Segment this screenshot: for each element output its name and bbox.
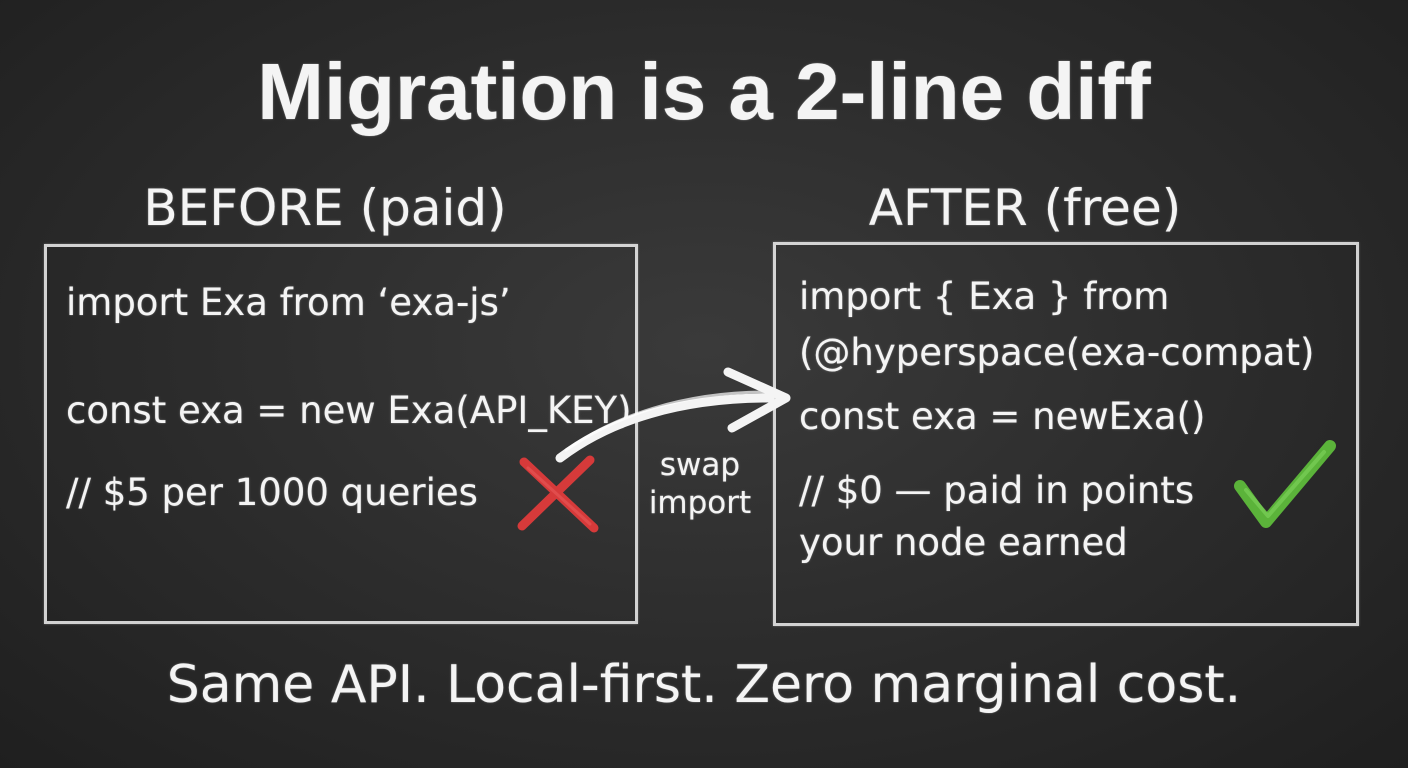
after-code-comment-continued: your node earned <box>799 521 1128 564</box>
footer-tagline: Same API. Local-first. Zero marginal cos… <box>166 655 1242 715</box>
after-code-import-source: (@hyperspace(exa-compat) <box>799 331 1315 374</box>
before-code-comment: // $5 per 1000 queries <box>66 471 478 514</box>
after-code-comment: // $0 — paid in points <box>799 469 1195 512</box>
after-heading: AFTER (free) <box>868 179 1182 237</box>
swap-label-line-1: swap <box>659 447 741 483</box>
after-code-const: const exa = newExa() <box>799 395 1206 438</box>
swap-import-label: swap import <box>640 446 760 522</box>
after-code-import: import { Exa } from <box>799 275 1170 318</box>
before-heading: BEFORE (paid) <box>143 179 507 237</box>
page-title: Migration is a 2-line diff <box>257 47 1151 136</box>
swap-label-line-2: import <box>648 485 752 521</box>
after-panel <box>773 242 1359 626</box>
before-code-import: import Exa from ‘exa-js’ <box>66 281 511 324</box>
before-code-const: const exa = new Exa(API_KEY) <box>66 389 632 432</box>
